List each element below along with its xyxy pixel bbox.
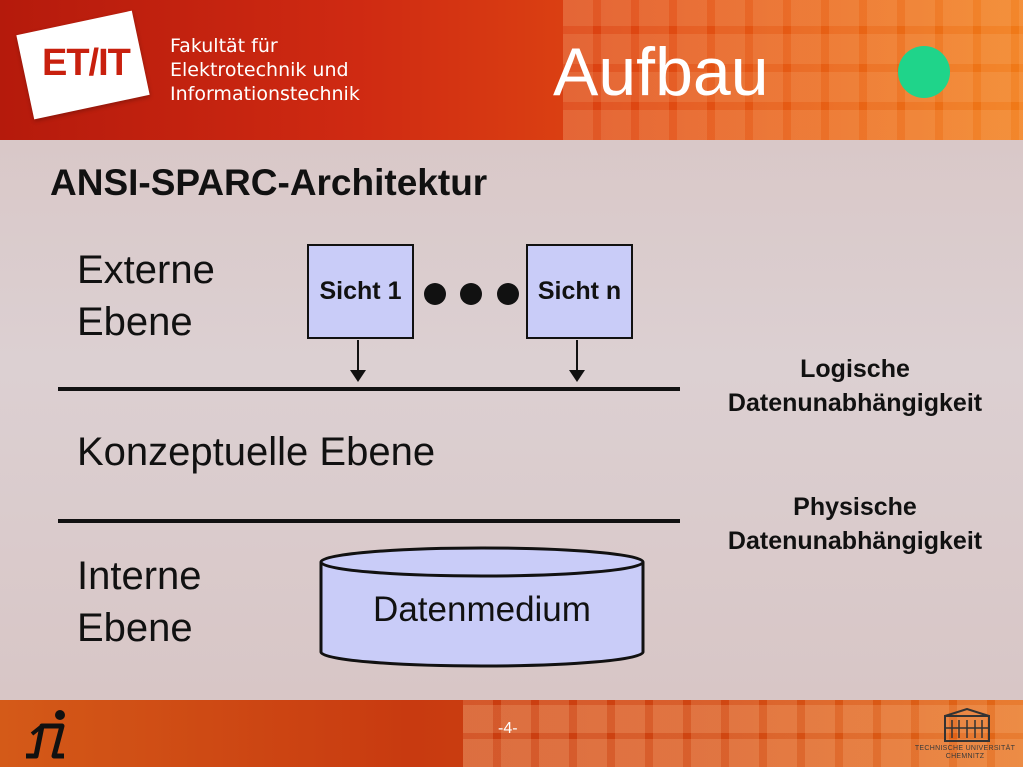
storage-medium-label: Datenmedium (373, 590, 591, 629)
ellipsis-dot-2 (460, 283, 482, 305)
university-line-2: CHEMNITZ (945, 753, 985, 760)
slide-subtitle: ANSI-SPARC-Architektur (50, 162, 488, 203)
conceptual-level-label: Konzeptuelle Ebene (77, 430, 436, 474)
level-divider-1 (58, 387, 680, 391)
view-box-n: Sicht n (526, 244, 633, 339)
internal-level-line-2: Ebene (77, 606, 193, 650)
level-divider-2 (58, 519, 680, 523)
physical-independence-line-1: Physische (793, 493, 917, 521)
external-level-line-2: Ebene (77, 300, 193, 344)
faculty-line-3: Informationstechnik (170, 83, 360, 105)
logical-independence-line-2: Datenunabhängigkeit (727, 389, 983, 417)
ellipsis-dot-3 (497, 283, 519, 305)
logical-independence-line-1: Logische (800, 355, 910, 383)
external-level-line-1: Externe (77, 248, 215, 292)
etit-logo-text: ET/IT (42, 42, 131, 84)
external-level-label: Externe Ebene (77, 244, 215, 348)
tu-chemnitz-building-icon (944, 708, 990, 742)
internal-level-line-1: Interne (77, 554, 202, 598)
tu-mascot-logo-icon (26, 710, 65, 759)
internal-level-label: Interne Ebene (77, 550, 202, 654)
view-box-1: Sicht 1 (307, 244, 414, 339)
page-number: -4- (498, 720, 518, 737)
slide-title: Aufbau (553, 34, 769, 110)
footer-tile-pattern (463, 700, 1023, 767)
arrow-down-icon (569, 340, 585, 382)
logical-independence-label: Logische Datenunabhängigkeit (690, 352, 1020, 420)
university-name: TECHNISCHE UNIVERSITÄT CHEMNITZ (910, 745, 1020, 761)
arrow-down-icon (350, 340, 366, 382)
footer-band (0, 700, 1023, 767)
database-cylinder-icon (319, 546, 645, 668)
ellipsis-dot-1 (424, 283, 446, 305)
university-line-1: TECHNISCHE UNIVERSITÄT (914, 745, 1016, 752)
faculty-line-1: Fakultät für (170, 35, 278, 57)
faculty-line-2: Elektrotechnik und (170, 59, 349, 81)
faculty-name: Fakultät für Elektrotechnik und Informat… (170, 34, 360, 106)
title-dot-icon (898, 46, 950, 98)
physical-independence-label: Physische Datenunabhängigkeit (690, 490, 1020, 558)
physical-independence-line-2: Datenunabhängigkeit (727, 527, 983, 555)
